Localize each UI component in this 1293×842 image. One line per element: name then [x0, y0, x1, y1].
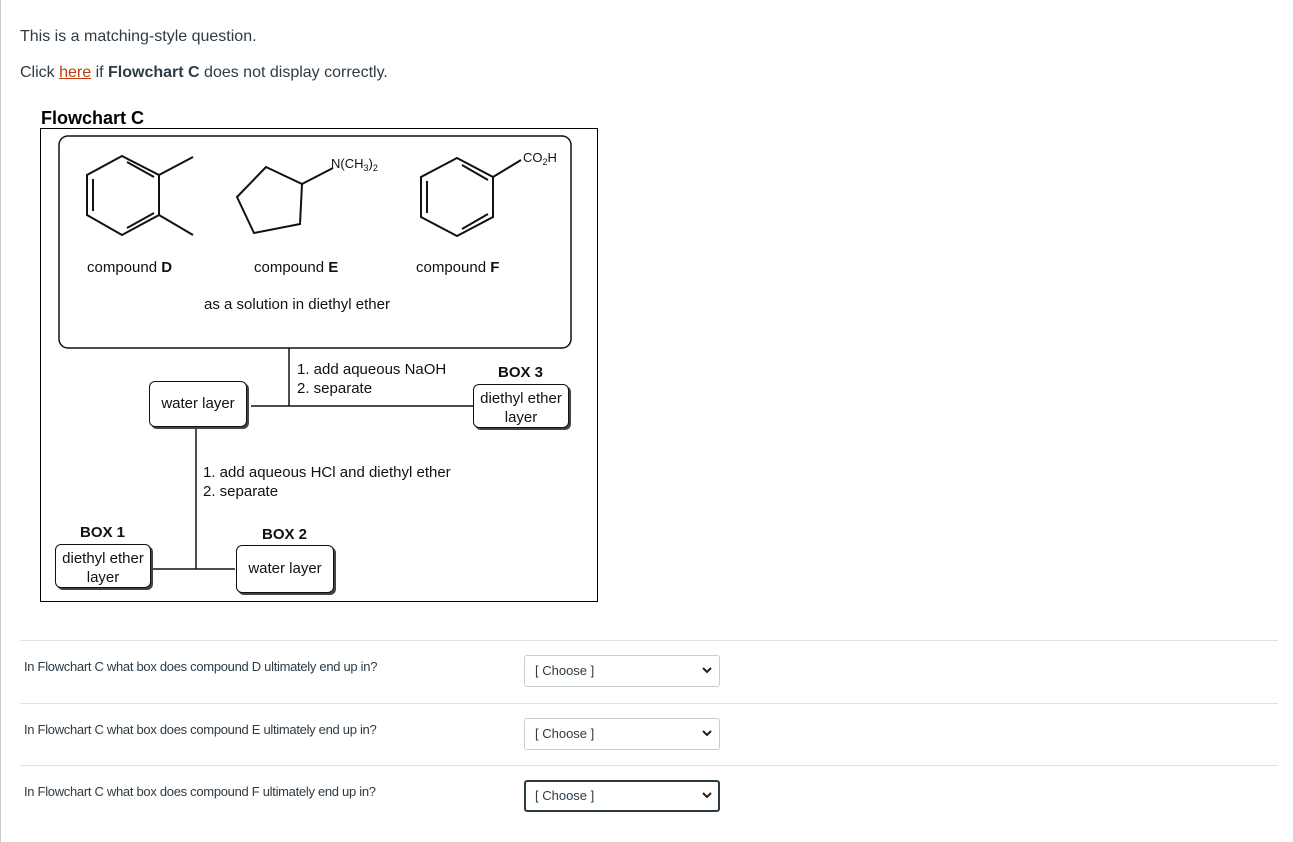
answer-select-f[interactable]: [ Choose ] — [524, 780, 720, 812]
question-text: In Flowchart C what box does compound E … — [24, 722, 377, 737]
answer-select-d[interactable]: [ Choose ] — [524, 655, 720, 687]
box3-title: BOX 3 — [498, 364, 544, 381]
question-row-d: In Flowchart C what box does compound D … — [20, 640, 1278, 703]
answer-select-e[interactable]: [ Choose ] — [524, 718, 720, 750]
chevron-down-icon — [702, 792, 712, 799]
box2-water-layer: water layer — [236, 545, 334, 593]
select-value: [ Choose ] — [535, 788, 595, 803]
question-row-f: In Flowchart C what box does compound F … — [20, 765, 1278, 828]
flow-connectors — [152, 348, 475, 570]
select-value: [ Choose ] — [535, 726, 595, 741]
flowchart-lines — [58, 135, 572, 570]
compound-e-substituent: N(CH3)2 — [331, 156, 378, 173]
compound-e-structure — [235, 165, 334, 235]
display-note-flowchart-name: Flowchart C — [108, 64, 200, 81]
starting-mixture-box — [58, 135, 572, 349]
display-note: Click here if Flowchart C does not displ… — [20, 64, 388, 82]
compound-d-label: compound D — [87, 259, 173, 276]
water-layer-box: water layer — [149, 381, 247, 427]
flowchart-figure: N(CH3)2 CO2H compound D compound E compo… — [40, 128, 598, 602]
chevron-down-icon — [702, 730, 712, 737]
flowchart-title: Flowchart C — [41, 108, 145, 128]
here-link[interactable]: here — [59, 64, 92, 81]
question-text: In Flowchart C what box does compound F … — [24, 784, 376, 799]
compound-f-substituent: CO2H — [523, 150, 557, 167]
display-note-suffix: does not display correctly. — [199, 64, 388, 81]
box2-title: BOX 2 — [262, 526, 308, 543]
question-row-e: In Flowchart C what box does compound E … — [20, 703, 1278, 766]
display-note-prefix: Click — [20, 64, 60, 81]
display-note-middle: if — [91, 64, 109, 81]
compound-f-label: compound F — [416, 259, 500, 276]
compound-e-label: compound E — [254, 259, 339, 276]
chevron-down-icon — [702, 667, 712, 674]
compound-d-structure — [86, 154, 194, 237]
box1-title: BOX 1 — [80, 524, 126, 541]
page-left-border — [0, 0, 1, 842]
question-text: In Flowchart C what box does compound D … — [24, 659, 378, 674]
question-intro: This is a matching-style question. — [20, 28, 257, 45]
select-value: [ Choose ] — [535, 663, 595, 678]
compound-f-structure — [420, 156, 522, 238]
solution-note: as a solution in diethyl ether — [204, 296, 390, 313]
